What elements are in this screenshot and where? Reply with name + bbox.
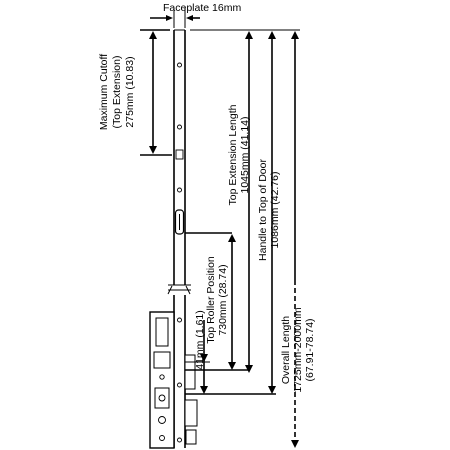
- handle-to-top-dimension: Handle to Top of Door 1086mm (42.76): [257, 31, 281, 394]
- faceplate-label: Faceplate 16mm: [163, 2, 241, 14]
- overall-length-label-3: (67.91-78.74): [304, 318, 316, 381]
- overall-length-label-2: 1725mm-2000mm: [292, 307, 304, 392]
- offset-41-label: 41mm (1.61): [194, 310, 206, 370]
- top-extension-label-1: Top Extension Length: [227, 104, 239, 205]
- max-cutoff-label-3: 275mm (10.83): [124, 56, 136, 127]
- top-extension-dimension: Top Extension Length 1045mm (41.14): [190, 29, 262, 373]
- overall-length-label-1: Overall Length: [280, 316, 292, 384]
- handle-to-top-label-2: 1086mm (42.76): [269, 171, 281, 248]
- faceplate-dimension: Faceplate 16mm: [150, 2, 241, 28]
- top-roller-dimension: Top Roller Position 730mm (28.74): [185, 232, 236, 370]
- gearbox-case: [149, 311, 198, 449]
- offset-41-dimension: 41mm (1.61): [194, 310, 208, 394]
- handle-to-top-label-1: Handle to Top of Door: [257, 159, 269, 261]
- max-cutoff-dimension: Maximum Cutoff (Top Extension) 275mm (10…: [98, 29, 172, 156]
- top-roller-label-2: 730mm (28.74): [217, 264, 229, 335]
- max-cutoff-label-1: Maximum Cutoff: [98, 54, 110, 130]
- overall-length-dimension: Overall Length 1725mm-2000mm (67.91-78.7…: [262, 29, 316, 448]
- top-roller-label-1: Top Roller Position: [205, 256, 217, 344]
- max-cutoff-label-2: (Top Extension): [111, 56, 123, 129]
- reference-lines: [185, 361, 276, 395]
- top-extension-label-2: 1045mm (41.14): [239, 116, 251, 193]
